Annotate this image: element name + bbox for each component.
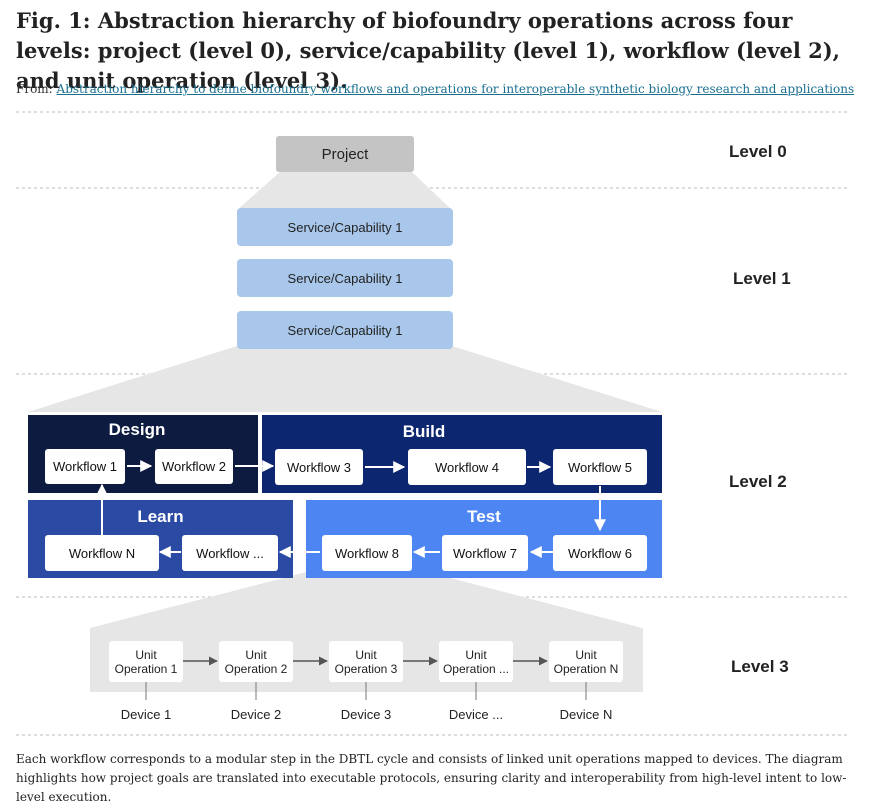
design-label: Design (108, 420, 166, 439)
workflow-5-box: Workflow 5 (553, 449, 647, 485)
unit-operation-3-line2: Operation 3 (334, 661, 398, 676)
test-label: Test (467, 507, 501, 526)
workflow-2-box: Workflow 2 (155, 449, 233, 484)
learn-label: Learn (137, 507, 184, 526)
source-article-link[interactable]: Abstraction hierarchy to define biofound… (56, 82, 855, 96)
workflow-1-box: Workflow 1 (45, 449, 125, 484)
unit-operation-2-line1: Unit (245, 647, 267, 662)
device-3-label: Device 3 (340, 707, 392, 722)
workflow-8-box: Workflow 8 (322, 535, 412, 571)
from-line: From: Abstraction hierarchy to define bi… (16, 82, 854, 96)
service-capability-box-1: Service/Capability 1 (237, 208, 453, 246)
workflow-3-box: Workflow 3 (275, 449, 363, 485)
level-3-label: Level 3 (731, 657, 789, 676)
service-capability-box-3: Service/Capability 1 (237, 311, 453, 349)
unit-operation-5-line1: Unit (575, 647, 597, 662)
device-4-label: Device ... (448, 707, 504, 722)
build-label: Build (402, 422, 446, 441)
unit-operation-4-line2: Operation ... (442, 661, 510, 676)
unit-operation-4-line1: Unit (465, 647, 487, 662)
unit-operation-1-line1: Unit (135, 647, 157, 662)
project-box: Project (276, 136, 414, 172)
workflow-7-box: Workflow 7 (442, 535, 528, 571)
figure-caption: Each workflow corresponds to a modular s… (16, 752, 847, 804)
from-label: From: (16, 82, 53, 96)
level-1-label: Level 1 (733, 269, 791, 288)
device-1-label: Device 1 (120, 707, 172, 722)
workflow-n-box: Workflow N (45, 535, 159, 571)
workflow-dots-box: Workflow ... (182, 535, 278, 571)
device-2-label: Device 2 (230, 707, 282, 722)
workflow-4-box: Workflow 4 (408, 449, 526, 485)
unit-operation-2-line2: Operation 2 (224, 661, 288, 676)
unit-operation-3-line1: Unit (355, 647, 377, 662)
fan-services-to-workflows (28, 346, 662, 412)
unit-operation-5-line2: Operation N (553, 661, 619, 676)
level-2-label: Level 2 (729, 472, 787, 491)
figure-title: Fig. 1: Abstraction hierarchy of biofoun… (16, 8, 840, 93)
level-0-label: Level 0 (729, 142, 787, 161)
fan-workflow-to-unit-ops (90, 568, 642, 628)
fan-project-to-services (237, 172, 452, 210)
service-capability-box-2: Service/Capability 1 (237, 259, 453, 297)
unit-operation-1-line2: Operation 1 (114, 661, 178, 676)
device-5-label: Device N (559, 707, 613, 722)
workflow-6-box: Workflow 6 (553, 535, 647, 571)
